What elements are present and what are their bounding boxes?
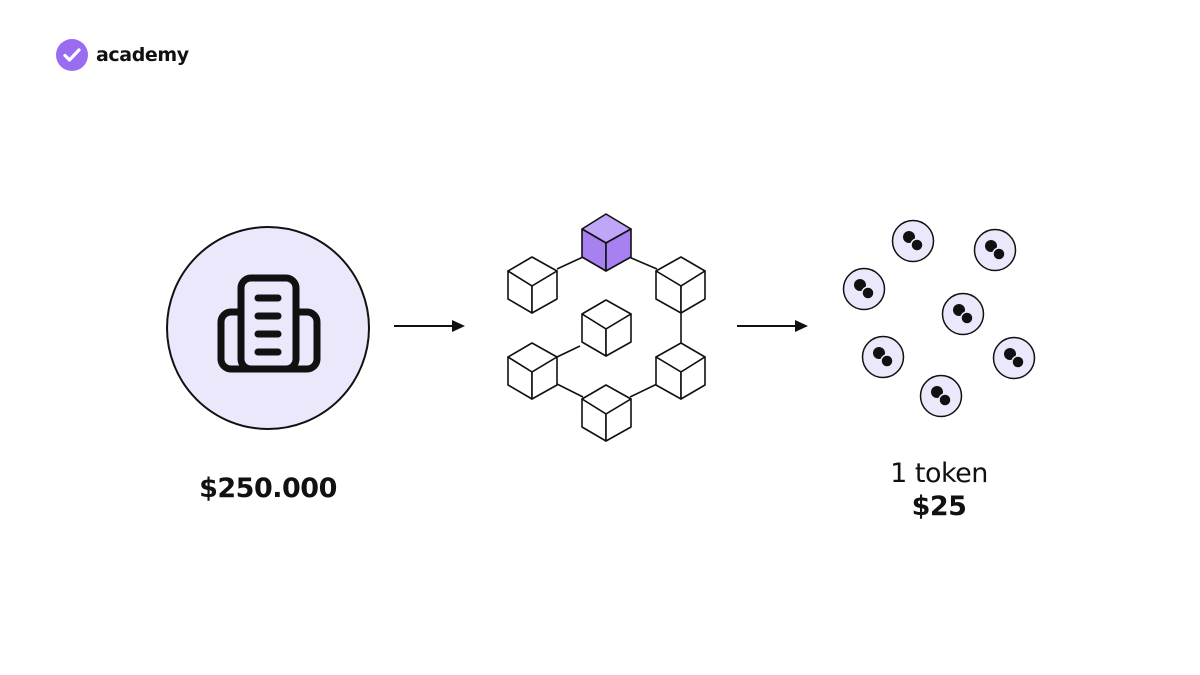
coin-token-icon bbox=[842, 267, 886, 311]
asset-value: $250.000 bbox=[199, 473, 337, 504]
block-right-top bbox=[655, 256, 706, 314]
token-unit-label: 1 token bbox=[890, 458, 988, 489]
coin-token-icon bbox=[861, 335, 905, 379]
block-bottom bbox=[581, 384, 632, 442]
brand-name: academy bbox=[96, 44, 189, 66]
brand-logo[interactable]: academy bbox=[56, 39, 189, 71]
arrow-right-icon bbox=[394, 320, 465, 332]
coin-token-icon bbox=[992, 336, 1036, 380]
token-caption: 1 token $25 bbox=[839, 457, 1039, 523]
coin-token-icon bbox=[891, 219, 935, 263]
building-icon bbox=[217, 274, 321, 373]
coin-token-icon bbox=[919, 374, 963, 418]
block-left-bottom bbox=[507, 342, 558, 400]
checkmark-badge-icon bbox=[56, 39, 88, 71]
coin-token-icon bbox=[973, 228, 1017, 272]
block-right-bottom bbox=[655, 342, 706, 400]
block-top-highlighted bbox=[581, 213, 632, 272]
block-left-top bbox=[507, 256, 558, 314]
arrow-right-icon bbox=[737, 320, 808, 332]
coin-token-icon bbox=[941, 292, 985, 336]
token-unit-price: $25 bbox=[911, 491, 967, 522]
block-center bbox=[581, 299, 632, 357]
